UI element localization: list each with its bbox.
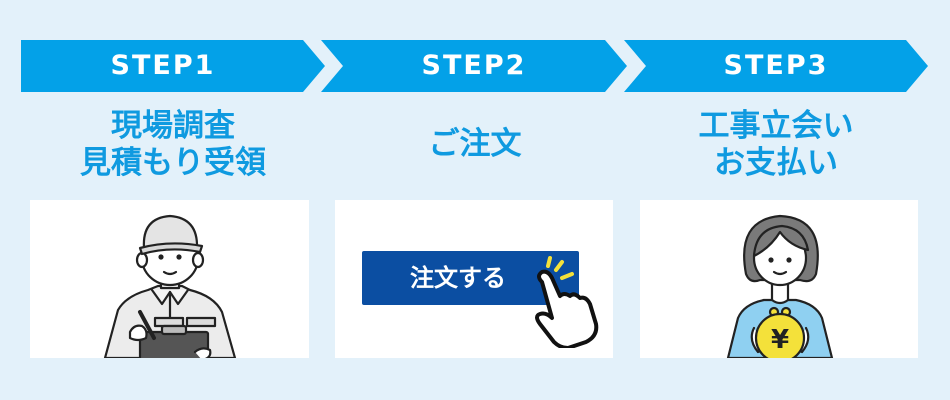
step3-title-line2: お支払い — [714, 145, 838, 181]
worker-with-clipboard-illustration — [103, 214, 237, 358]
chevron-arrow-shape — [321, 40, 627, 92]
step3-title: 工事立会い お支払い — [624, 108, 928, 182]
step3-card: ¥ — [640, 200, 918, 358]
step3-title-line1: 工事立会い — [698, 108, 854, 144]
step2-banner: STEP2 — [321, 40, 629, 92]
step1-label: STEP1 — [110, 50, 216, 81]
step1-banner: STEP1 — [21, 40, 327, 92]
step2-label: STEP2 — [421, 50, 527, 81]
chevron-arrow-shape — [624, 40, 928, 92]
step1-card — [30, 200, 309, 358]
chevron-arrow-shape — [21, 40, 325, 92]
step2-title: ご注文 — [321, 126, 629, 163]
yen-symbol: ¥ — [771, 325, 789, 355]
woman-holding-yen-purse-illustration: ¥ — [726, 214, 834, 358]
step1-title-line1: 現場調査 — [111, 108, 235, 144]
step1-title-line2: 見積もり受領 — [80, 145, 266, 181]
step2-title-line1: ご注文 — [428, 126, 522, 162]
step1-title: 現場調査 見積もり受領 — [21, 108, 325, 182]
pointing-hand-cursor-icon — [535, 256, 599, 348]
step3-banner: STEP3 — [624, 40, 930, 92]
step3-label: STEP3 — [723, 50, 829, 81]
